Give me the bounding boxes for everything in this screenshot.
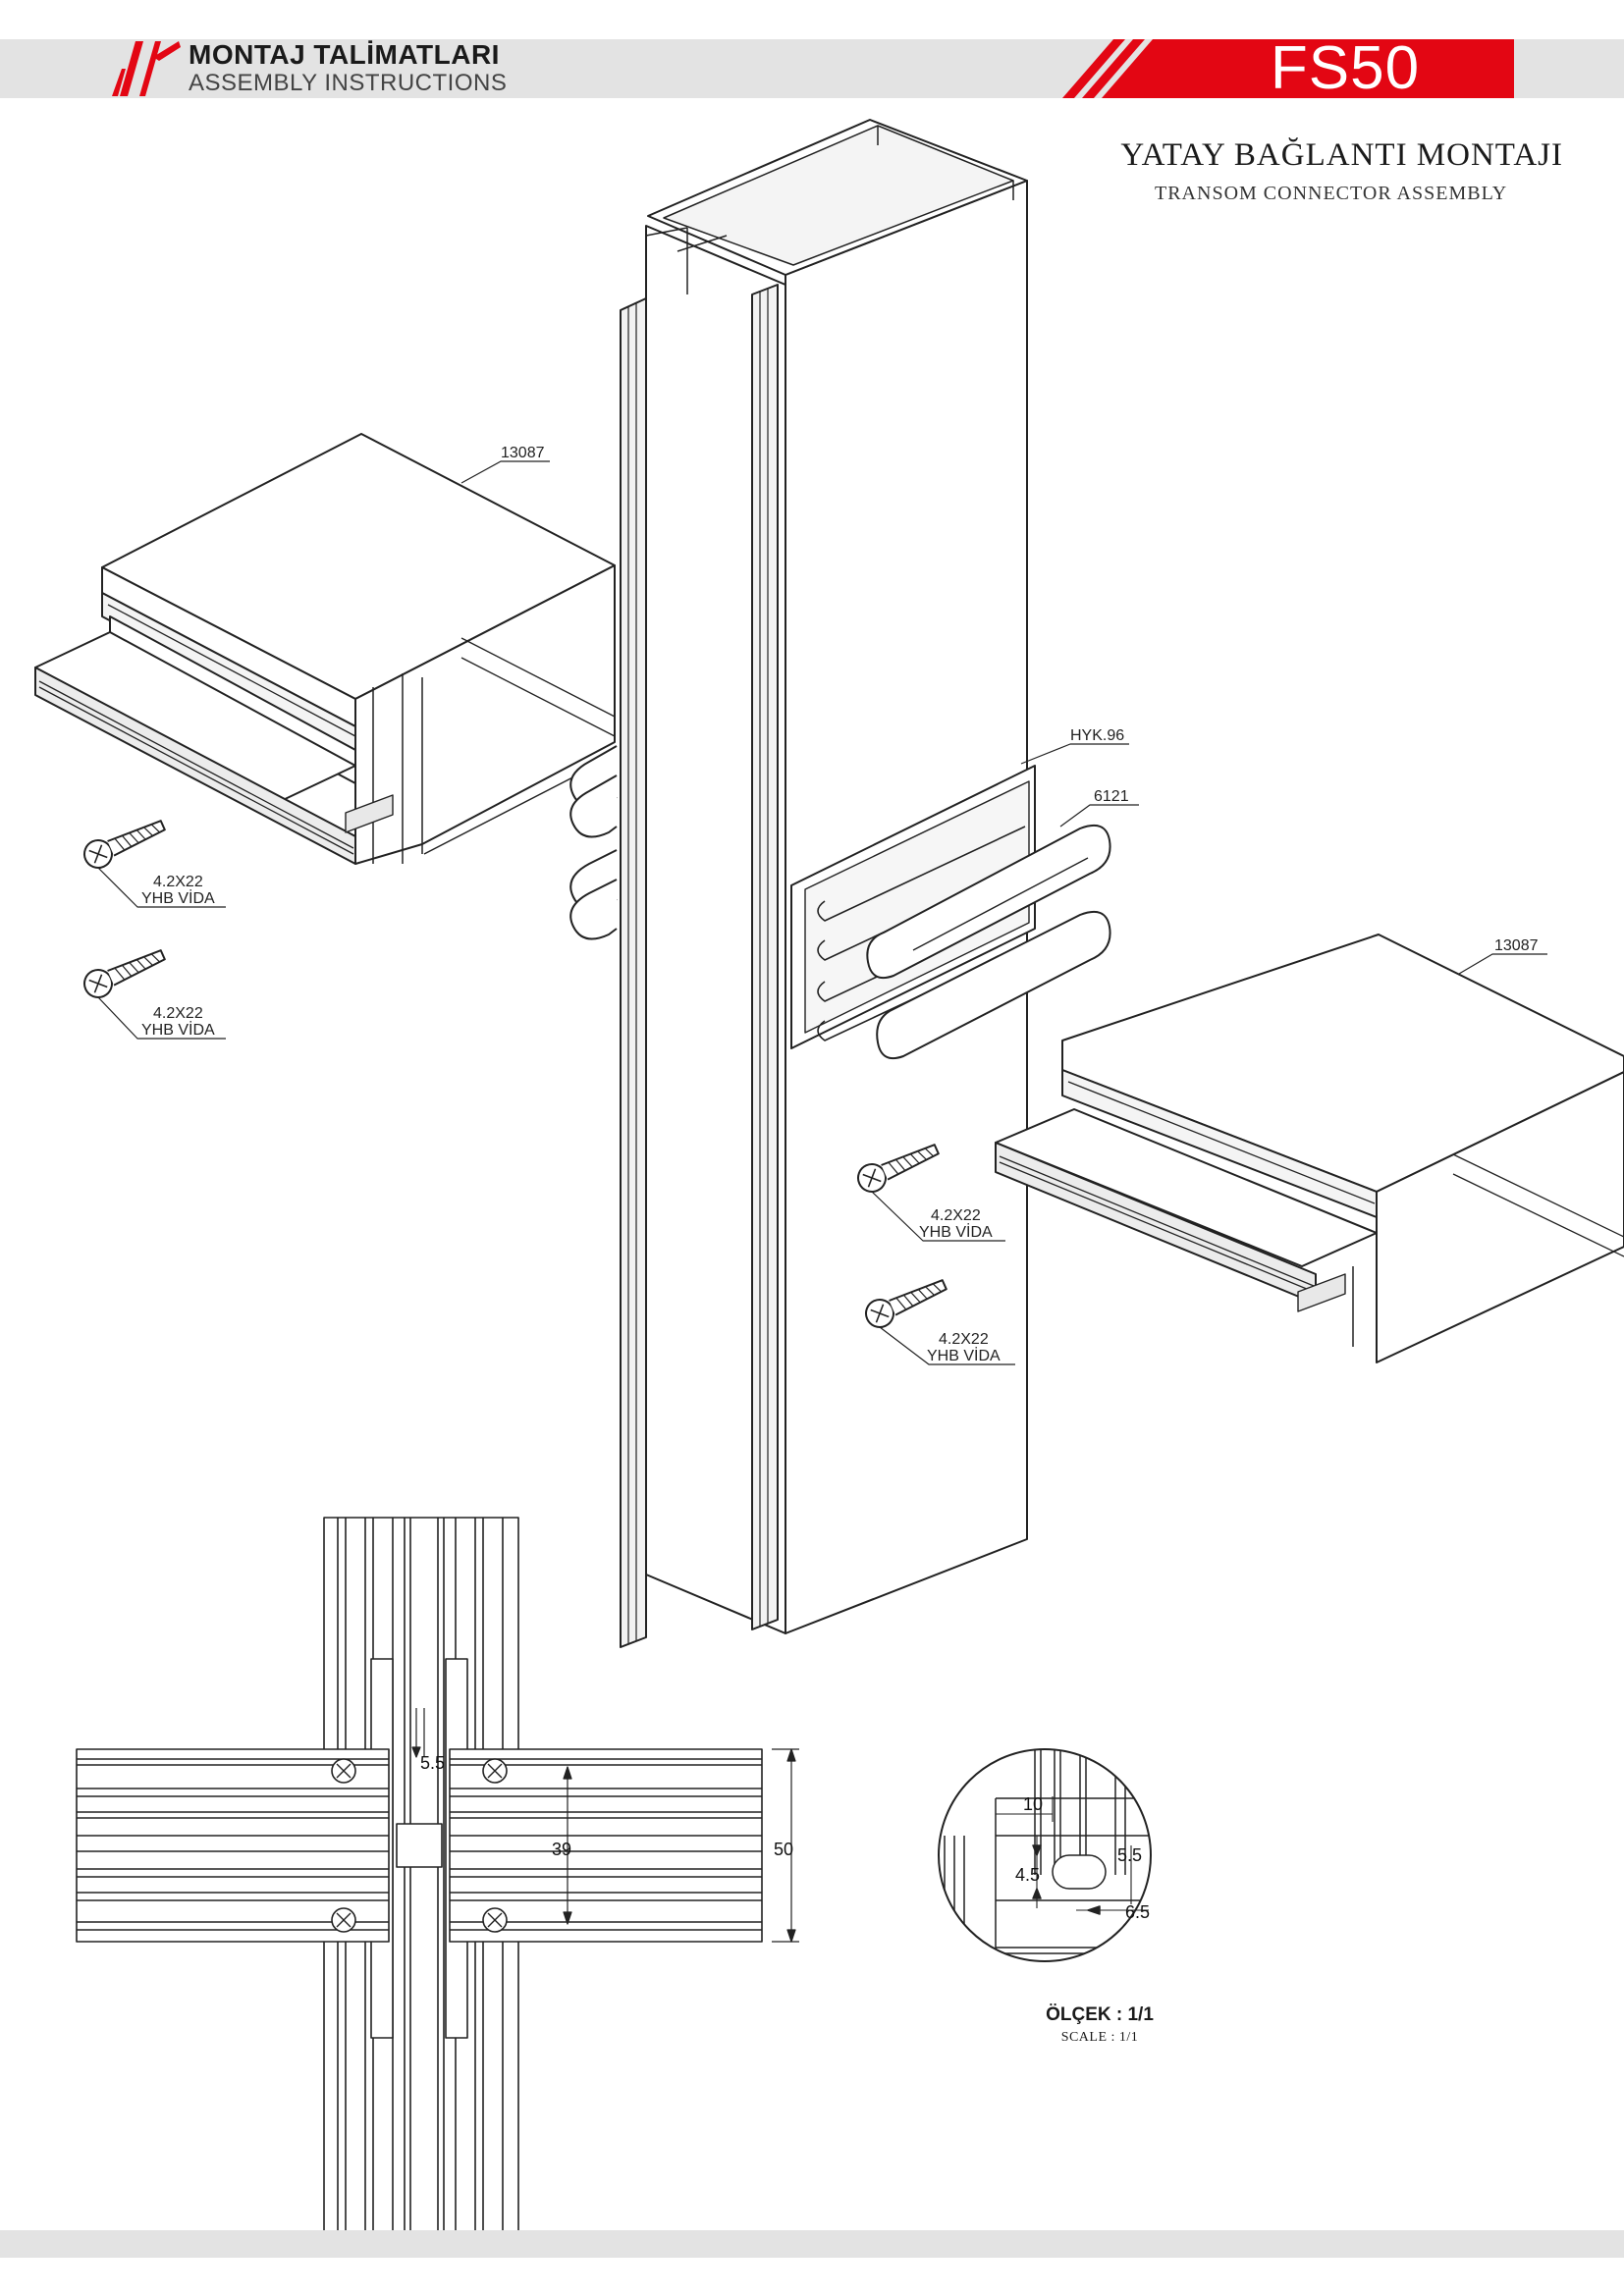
detail-view xyxy=(938,1748,1152,1962)
model-code: FS50 xyxy=(1270,34,1421,102)
screw-icon xyxy=(83,820,166,869)
gasket-profile xyxy=(866,825,1111,1060)
screw-name-label: YHB VİDA xyxy=(919,1222,993,1241)
screw-icon xyxy=(857,1144,940,1193)
dimension-lines xyxy=(411,1708,799,1943)
part-label-13087-left: 13087 xyxy=(501,445,545,461)
scale-label-en: SCALE : 1/1 xyxy=(1060,2030,1139,2045)
detail-dim-5-5: 5.5 xyxy=(1117,1845,1142,1865)
screw-size-label: 4.2X22 xyxy=(153,1005,203,1022)
dim-inner: 39 xyxy=(552,1840,571,1859)
part-label-6121: 6121 xyxy=(1094,788,1129,805)
part-label-hyk96: HYK.96 xyxy=(1070,727,1124,744)
screw-icon xyxy=(865,1279,947,1328)
mullion-clips xyxy=(569,745,618,940)
footer-band xyxy=(0,2230,1624,2258)
transom-right xyxy=(995,934,1624,1363)
section-title-tr: YATAY BAĞLANTI MONTAJI xyxy=(1120,137,1563,173)
cross-section-view xyxy=(76,1517,763,2245)
dim-outer: 50 xyxy=(774,1840,793,1859)
section-title-en: TRANSOM CONNECTOR ASSEMBLY xyxy=(1155,183,1508,204)
model-banner xyxy=(1062,39,1514,98)
screw-size-label: 4.2X22 xyxy=(931,1207,981,1224)
header-title-en: ASSEMBLY INSTRUCTIONS xyxy=(189,70,508,96)
transom-left xyxy=(34,433,616,865)
screw-icon xyxy=(83,949,166,998)
detail-dim-6-5: 6.5 xyxy=(1125,1902,1150,1922)
screw-name-label: YHB VİDA xyxy=(141,1020,215,1039)
screw-size-label: 4.2X22 xyxy=(939,1331,989,1348)
scale-label-tr: ÖLÇEK : 1/1 xyxy=(1046,2004,1154,2025)
dim-gap: 5.5 xyxy=(420,1753,445,1773)
screw-name-label: YHB VİDA xyxy=(927,1346,1001,1364)
header-title-tr: MONTAJ TALİMATLARI xyxy=(189,39,500,70)
brand-logo xyxy=(112,41,181,96)
leader-lines xyxy=(97,460,1547,1365)
detail-dim-4-5: 4.5 xyxy=(1015,1865,1040,1885)
transom-connector xyxy=(790,765,1036,1049)
detail-dim-10: 10 xyxy=(1023,1794,1043,1814)
screw-size-label: 4.2X22 xyxy=(153,874,203,890)
part-label-13087-right: 13087 xyxy=(1494,937,1539,954)
screw-name-label: YHB VİDA xyxy=(141,888,215,907)
